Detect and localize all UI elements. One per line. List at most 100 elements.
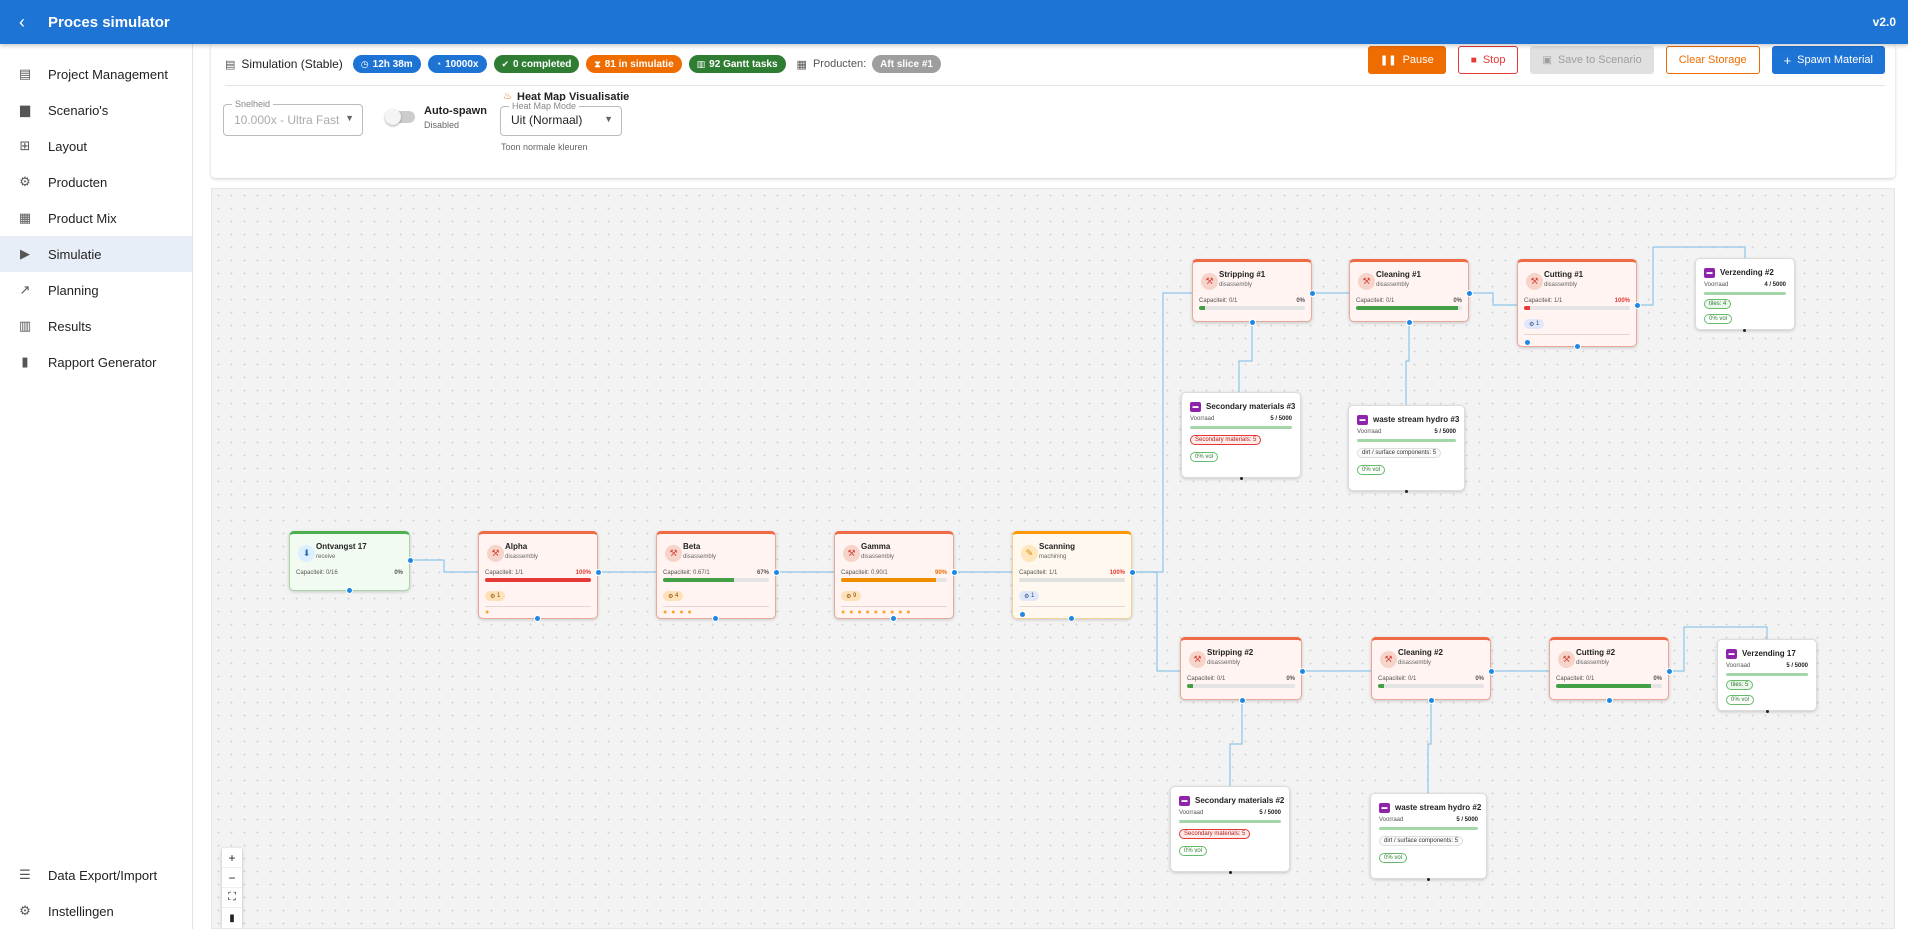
source-handle[interactable] [1488, 668, 1495, 675]
store-name: waste stream hydro #2 [1395, 803, 1482, 812]
source-handle[interactable] [1309, 290, 1316, 297]
store-secondary-materials-3[interactable]: ▬ Secondary materials #3 Voorraad 5 / 50… [1181, 392, 1301, 478]
lock-icon[interactable]: ▮ [229, 912, 235, 924]
sidebar-item-producten[interactable]: ⚙Producten [0, 164, 192, 200]
heatmap-help-text: Toon normale kleuren [501, 142, 588, 152]
source-handle[interactable] [1428, 697, 1435, 704]
node-cutting-2[interactable]: ⚒ Cutting #2 disassembly Capaciteit: 0/1… [1549, 637, 1669, 700]
node-utilization-bar [1187, 684, 1295, 688]
store-verzending-2[interactable]: ▬ Verzending #2 Voorraad 4 / 5000 tiles:… [1695, 258, 1795, 330]
stop-label: Stop [1482, 54, 1506, 66]
node-capacity: Capaciteit: 1/1 [1524, 298, 1563, 304]
sidebar-item-project-management[interactable]: ▤Project Management [0, 56, 192, 92]
store-verzending-17[interactable]: ▬ Verzending 17 Voorraad 5 / 5000 tiles:… [1717, 639, 1817, 711]
node-stripping-2[interactable]: ⚒ Stripping #2 disassembly Capaciteit: 0… [1180, 637, 1302, 700]
source-handle[interactable] [1606, 697, 1613, 704]
source-handle[interactable] [1574, 343, 1581, 350]
pause-button[interactable]: ❚❚Pause [1367, 46, 1446, 74]
sidebar-item-instellingen[interactable]: ⚙Instellingen [0, 893, 192, 929]
sidebar-item-simulatie[interactable]: ▶Simulatie [0, 236, 192, 272]
store-waste-stream-hydro-2[interactable]: ▬ waste stream hydro #2 Voorraad 5 / 500… [1370, 793, 1487, 879]
hammer-icon: ⚒ [1358, 273, 1375, 290]
source-handle[interactable] [773, 569, 780, 576]
heatmap-mode-select[interactable]: Heat Map Mode Uit (Normaal) ▼ [500, 101, 622, 136]
save-to-scenario-button[interactable]: ▣Save to Scenario [1530, 46, 1654, 74]
source-handle[interactable] [1239, 697, 1246, 704]
storage-box-icon: ▬ [1726, 649, 1737, 659]
storage-handle[interactable] [1240, 477, 1243, 480]
source-handle[interactable] [1666, 668, 1673, 675]
clear-storage-label: Clear Storage [1678, 54, 1747, 66]
source-handle[interactable] [534, 615, 541, 622]
source-handle[interactable] [1299, 668, 1306, 675]
source-handle[interactable] [346, 587, 353, 594]
product-chip[interactable]: Aft slice #1 [872, 55, 941, 73]
node-cutting-1[interactable]: ⚒ Cutting #1 disassembly Capaciteit: 1/1… [1517, 259, 1637, 347]
flow-canvas[interactable]: ⬇ Ontvangst 17 receive Capaciteit: 0/16 … [211, 188, 1895, 929]
speed-select[interactable]: Snelheid 10.000x - Ultra Fast ▼ [223, 99, 363, 136]
clear-storage-button[interactable]: Clear Storage [1665, 46, 1760, 74]
in-simulation-value: 81 in simulatie [604, 58, 674, 70]
sidebar-item-data-export[interactable]: ☰Data Export/Import [0, 857, 192, 893]
node-queue-badge: ⚙ 9 [841, 591, 862, 601]
store-count: 4 / 5000 [1764, 282, 1786, 288]
node-cleaning-2[interactable]: ⚒ Cleaning #2 disassembly Capaciteit: 0/… [1371, 637, 1491, 700]
store-fill-bar [1357, 439, 1456, 442]
source-handle[interactable] [1129, 569, 1136, 576]
chevron-down-icon: ▼ [345, 113, 354, 123]
node-stripping-1[interactable]: ⚒ Stripping #1 disassembly Capaciteit: 0… [1192, 259, 1312, 322]
back-arrow-icon[interactable]: ‹ [19, 11, 25, 32]
sidebar-item-layout[interactable]: ⊞Layout [0, 128, 192, 164]
storage-handle[interactable] [1743, 329, 1746, 332]
storage-handle[interactable] [1229, 871, 1232, 874]
sidebar-item-results[interactable]: ▥Results [0, 308, 192, 344]
node-type: disassembly [1207, 660, 1241, 666]
hammer-icon: ⚒ [1201, 273, 1218, 290]
node-ontvangst-17[interactable]: ⬇ Ontvangst 17 receive Capaciteit: 0/16 … [289, 531, 410, 591]
store-fill-bar [1190, 426, 1292, 429]
source-handle[interactable] [407, 557, 414, 564]
node-scanning[interactable]: ✎ Scanning machining Capaciteit: 1/1 100… [1012, 531, 1132, 619]
settings-icon: ⚙ [19, 903, 31, 918]
source-handle[interactable] [712, 615, 719, 622]
node-beta[interactable]: ⚒ Beta disassembly Capaciteit: 0.67/1 67… [656, 531, 776, 619]
sidebar-item-product-mix[interactable]: ▦Product Mix [0, 200, 192, 236]
node-item-dot [1525, 340, 1530, 345]
node-name: Cleaning #2 [1398, 648, 1443, 657]
zoom-in-icon[interactable]: + [222, 848, 242, 868]
source-handle[interactable] [890, 615, 897, 622]
source-handle[interactable] [1249, 319, 1256, 326]
clapperboard-icon: ▤ [225, 58, 236, 71]
zoom-out-icon[interactable]: − [222, 868, 242, 888]
source-handle[interactable] [1466, 290, 1473, 297]
sidebar-item-planning[interactable]: ↗Planning [0, 272, 192, 308]
node-cleaning-1[interactable]: ⚒ Cleaning #1 disassembly Capaciteit: 0/… [1349, 259, 1469, 322]
node-alpha[interactable]: ⚒ Alpha disassembly Capaciteit: 1/1 100%… [478, 531, 598, 619]
storage-handle[interactable] [1427, 878, 1430, 881]
auto-spawn-toggle[interactable] [385, 109, 415, 125]
fit-view-icon[interactable]: ⛶ [222, 888, 242, 908]
store-waste-stream-hydro-3[interactable]: ▬ waste stream hydro #3 Voorraad 5 / 500… [1348, 405, 1465, 491]
app-header: ‹ Proces simulator v2.0 [0, 0, 1908, 44]
storage-handle[interactable] [1405, 490, 1408, 493]
archive-icon: ▦ [796, 58, 807, 71]
source-handle[interactable] [1068, 615, 1075, 622]
stop-button[interactable]: ■Stop [1457, 46, 1519, 74]
source-handle[interactable] [1634, 302, 1641, 309]
node-gamma[interactable]: ⚒ Gamma disassembly Capaciteit: 0.90/1 9… [834, 531, 954, 619]
source-handle[interactable] [595, 569, 602, 576]
divider [225, 85, 1885, 86]
sidebar-item-rapport-generator[interactable]: ▮Rapport Generator [0, 344, 192, 380]
storage-handle[interactable] [1766, 710, 1769, 713]
node-queue-badge: ⚙ 4 [663, 591, 684, 601]
node-name: Cutting #1 [1544, 270, 1584, 279]
node-items: ● ● ● ● [663, 609, 693, 616]
folder-icon: ▆ [20, 102, 30, 117]
source-handle[interactable] [1406, 319, 1413, 326]
save-label: Save to Scenario [1557, 54, 1642, 66]
store-secondary-materials-2[interactable]: ▬ Secondary materials #2 Voorraad 5 / 50… [1170, 786, 1290, 872]
source-handle[interactable] [951, 569, 958, 576]
spawn-material-button[interactable]: +Spawn Material [1771, 46, 1885, 74]
node-name: Cutting #2 [1576, 648, 1616, 657]
sidebar-item-scenarios[interactable]: ▆Scenario's [0, 92, 192, 128]
